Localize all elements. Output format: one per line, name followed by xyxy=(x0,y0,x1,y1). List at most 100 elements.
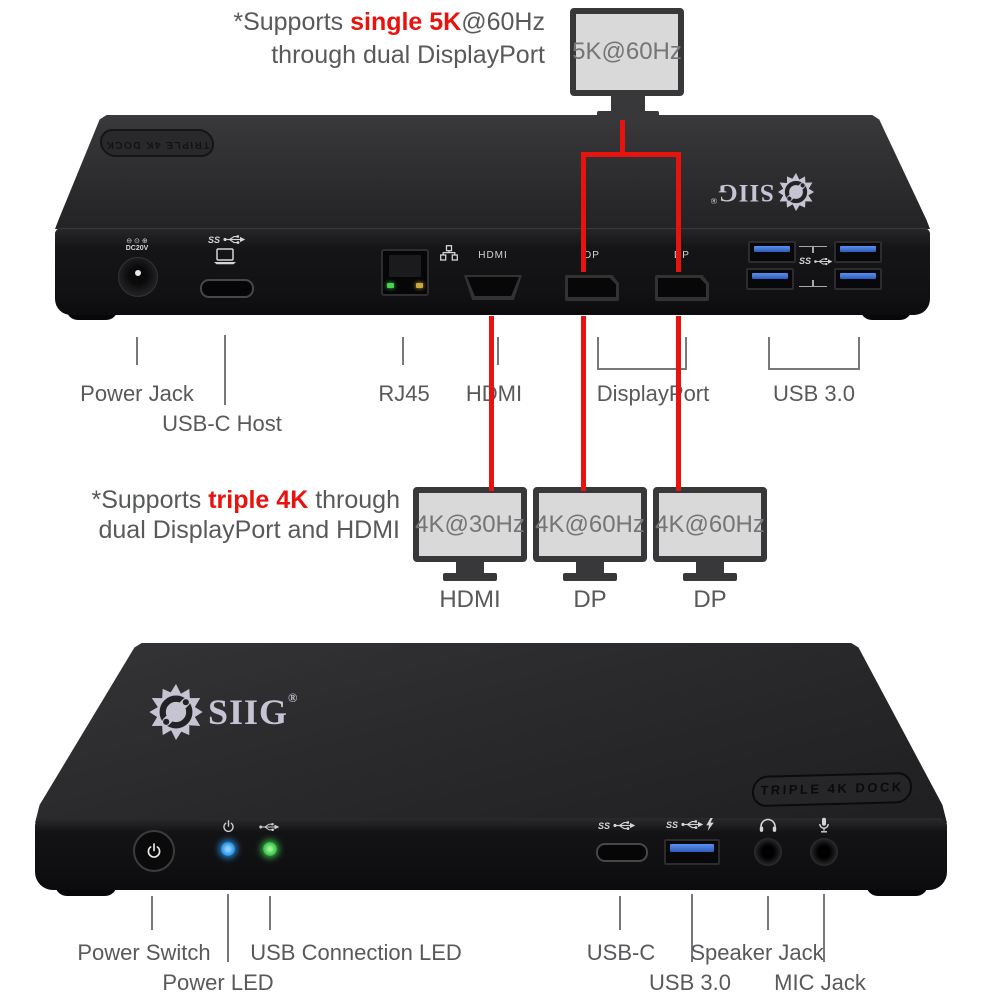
callout-rj45: RJ45 xyxy=(378,381,430,406)
bolt-icon xyxy=(706,818,714,831)
dp2-port xyxy=(655,275,709,301)
hdmi-port-inner xyxy=(467,277,519,296)
usb3-port-rear-1 xyxy=(748,241,796,263)
top-annotation-line1: *Supports single 5K@60Hz xyxy=(233,8,545,36)
red-line-to-dp1 xyxy=(581,152,586,272)
rear-top-badge: TRIPLE 4K DOCK xyxy=(98,129,216,157)
tick-mic-jack xyxy=(823,894,825,962)
tick-hdmi xyxy=(497,337,499,365)
mic-jack-port xyxy=(810,838,838,866)
dp1-port-inner xyxy=(568,278,616,297)
monitor-5k-base xyxy=(597,111,659,120)
rear-siig-wordmark: SIIG® xyxy=(709,179,774,206)
callout-usb30-rear: USB 3.0 xyxy=(773,381,855,406)
microphone-icon xyxy=(818,817,830,833)
front-usb3-ss-charge-icon: SS xyxy=(666,818,714,831)
dp1-port xyxy=(565,275,619,301)
callout-usb30-front: USB 3.0 xyxy=(649,970,731,995)
monitor-5k-icon: 5K@60Hz xyxy=(570,8,684,96)
usb-group-mark-bottom xyxy=(799,278,827,287)
top-annotation-line2: through dual DisplayPort xyxy=(271,40,545,69)
monitor-4k-dp1-label: 4K@60Hz xyxy=(535,510,645,538)
tick-usbc-host xyxy=(224,335,226,405)
callout-displayport: DisplayPort xyxy=(596,381,710,406)
siig-gear-icon xyxy=(777,173,815,211)
tick-rj45 xyxy=(402,337,404,365)
front-dock-port-panel xyxy=(35,818,947,890)
rear-dock-port-panel xyxy=(55,228,930,315)
tick-power-switch xyxy=(151,896,153,930)
network-icon xyxy=(440,245,458,261)
red-line-hdmi-monitor xyxy=(489,316,494,491)
callout-usbc: USB-C xyxy=(586,940,656,965)
monitor1-stand xyxy=(456,561,484,575)
monitor3-stand xyxy=(696,561,724,575)
monitor1-base xyxy=(443,573,497,581)
monitor2-base xyxy=(563,573,617,581)
tick-speaker-jack xyxy=(767,896,769,930)
hdmi-port xyxy=(464,275,522,300)
usbc-host-port xyxy=(200,279,254,298)
siig-gear-icon xyxy=(148,684,204,740)
monitor-4k-dp1-icon: 4K@60Hz xyxy=(533,487,647,562)
hdmi-port-label: HDMI xyxy=(478,250,508,261)
red-line-5k-stem xyxy=(620,120,625,156)
usbc-host-ss-icon: SS xyxy=(208,234,246,245)
tick-usb-conn-led xyxy=(269,896,271,930)
monitor-4k-dp2-label: 4K@60Hz xyxy=(655,510,765,538)
highlight-single-5k: single 5K xyxy=(350,8,462,36)
usb3-port-rear-4 xyxy=(834,268,882,290)
usb-quad-ss-icon: SS xyxy=(799,256,833,266)
tick-usbc xyxy=(619,896,621,930)
bracket-usb30 xyxy=(768,337,860,370)
power-jack-pin xyxy=(135,270,141,276)
front-siig-logo: SIIG® xyxy=(148,680,338,744)
callout-usbc-host: USB-C Host xyxy=(162,411,282,436)
power-led xyxy=(221,842,235,856)
usb-group-mark-top xyxy=(799,246,827,253)
callout-speaker-jack: Speaker Jack xyxy=(690,940,824,965)
red-line-dp1-monitor xyxy=(581,316,586,491)
dc-polarity-icon: ⊖ ⊙ ⊕DC20V xyxy=(125,238,149,252)
top-annotation: *Supports single 5K@60Hz through dual Di… xyxy=(233,6,545,71)
callout-hdmi: HDMI xyxy=(465,381,523,406)
monitor1-port-label: HDMI xyxy=(439,586,501,613)
rj45-led-amber xyxy=(416,283,423,288)
monitor3-port-label: DP xyxy=(693,586,727,613)
front-usb3-port xyxy=(664,839,720,865)
rj45-port xyxy=(381,249,429,296)
power-icon xyxy=(146,843,162,859)
headphones-icon xyxy=(759,818,777,833)
monitor-4k-hdmi-icon: 4K@30Hz xyxy=(413,487,527,562)
tick-usb30-front xyxy=(691,894,693,962)
usb3-port-rear-3 xyxy=(746,268,794,290)
rj45-inner xyxy=(389,255,421,277)
dp2-port-inner xyxy=(658,278,706,297)
dp2-port-label: DP xyxy=(674,250,690,261)
tick-power-jack xyxy=(136,337,138,365)
rj45-led-green xyxy=(387,283,394,288)
monitor2-port-label: DP xyxy=(573,586,607,613)
tick-power-led xyxy=(227,894,229,962)
monitor3-base xyxy=(683,573,737,581)
red-line-to-dp2 xyxy=(676,152,681,272)
laptop-icon xyxy=(213,248,237,265)
front-usbc-ss-icon: SS xyxy=(598,820,636,831)
monitor-5k-label: 5K@60Hz xyxy=(572,38,682,65)
red-line-dp2-monitor xyxy=(676,316,681,491)
power-switch-button[interactable] xyxy=(133,830,175,872)
speaker-jack-port xyxy=(754,838,782,866)
usb-connection-icon xyxy=(258,822,280,832)
rear-siig-logo: SIIG® xyxy=(695,170,815,214)
monitor2-stand xyxy=(576,561,604,575)
bracket-displayport xyxy=(597,337,687,370)
front-badge-triple-4k-dock: TRIPLE 4K DOCK xyxy=(751,771,913,808)
monitor-4k-dp2-icon: 4K@60Hz xyxy=(653,487,767,562)
usb-connection-led xyxy=(263,842,277,856)
red-line-5k-split xyxy=(581,152,681,157)
power-led-icon xyxy=(222,820,235,833)
callout-power-jack: Power Jack xyxy=(80,381,194,406)
monitor-4k-hdmi-label: 4K@30Hz xyxy=(415,510,525,538)
callout-mic-jack: MIC Jack xyxy=(774,970,866,995)
